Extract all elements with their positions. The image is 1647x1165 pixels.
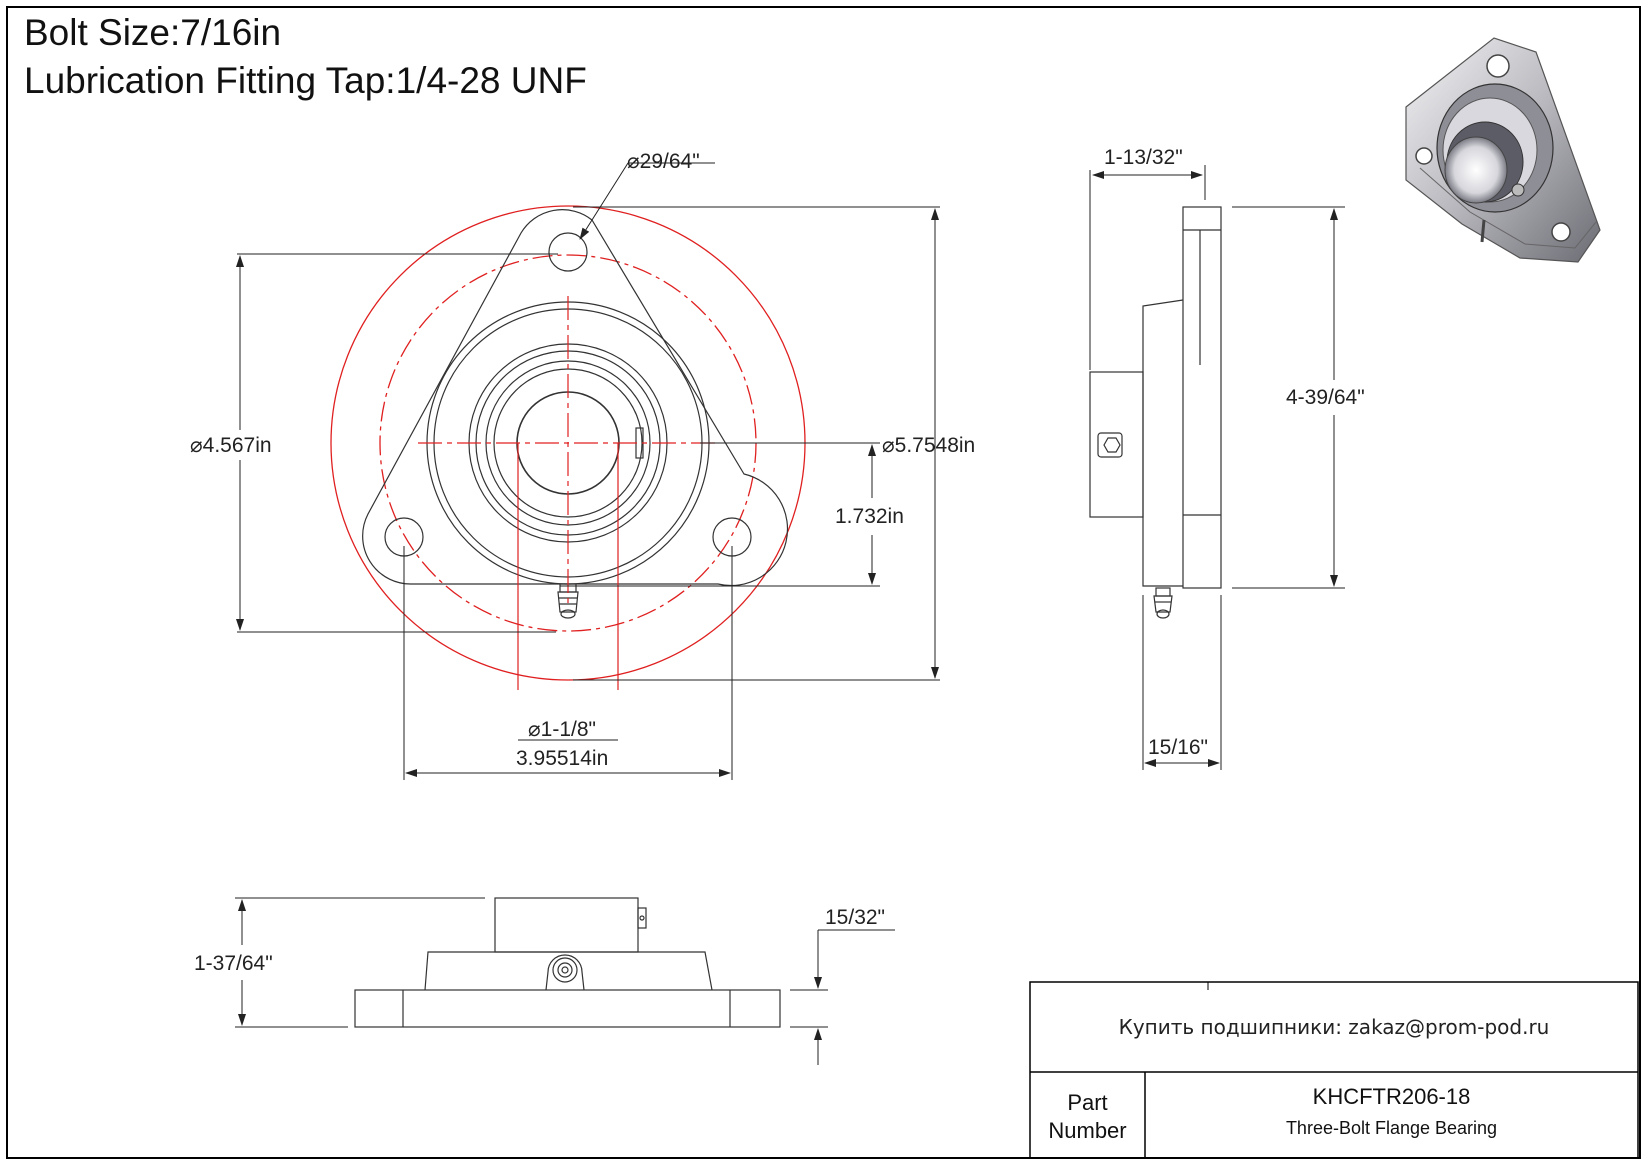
center-height-dim-label: 1.732in [835,505,904,528]
bolt-hole-dim-label: ⌀29/64" [627,150,700,173]
part-description: Three-Bolt Flange Bearing [1285,1118,1498,1138]
bolt-size-heading: Bolt Size:7/16in [24,12,282,53]
side-view [1089,206,1222,619]
drawing-border [6,6,1641,1159]
number-label: Number [1048,1118,1127,1143]
bolt-circle-dim-label: ⌀4.567in [190,434,272,457]
side-collar [1089,371,1144,518]
hole-spacing-dim-label: 3.95514in [516,747,608,770]
lube-fitting-heading: Lubrication Fitting Tap:1/4-28 UNF [24,60,587,101]
bottom-view [354,897,781,1028]
front-dimensions [236,162,940,780]
flange-thickness-dim-label: 15/32" [825,906,885,929]
side-flange [1182,206,1222,589]
title-block [1029,981,1639,1159]
triangular-flange [362,209,789,587]
side-flange-depth-dim-label: 15/16" [1148,736,1208,759]
center-lines [418,296,718,690]
part-label: Part [1067,1090,1108,1115]
bottom-dimensions [235,897,895,1065]
bottom-collar [494,897,639,953]
part-number: KHCFTR206-18 [1312,1084,1471,1109]
side-dimensions [1089,165,1345,770]
outer-dia-dim-label: ⌀5.7548in [882,434,975,457]
bottom-base [354,989,781,1028]
side-depth-dim-label: 1-13/32" [1104,146,1183,169]
contact-text: Купить подшипники: zakaz@prom-pod.ru [1118,1015,1550,1039]
bottom-height-dim-label: 1-37/64" [194,952,273,975]
isometric-bearing-image [1405,37,1601,263]
bore-dim-label: ⌀1-1/8" [528,718,596,741]
side-height-dim-label: 4-39/64" [1286,386,1365,409]
top-bolt-hole [548,232,588,272]
